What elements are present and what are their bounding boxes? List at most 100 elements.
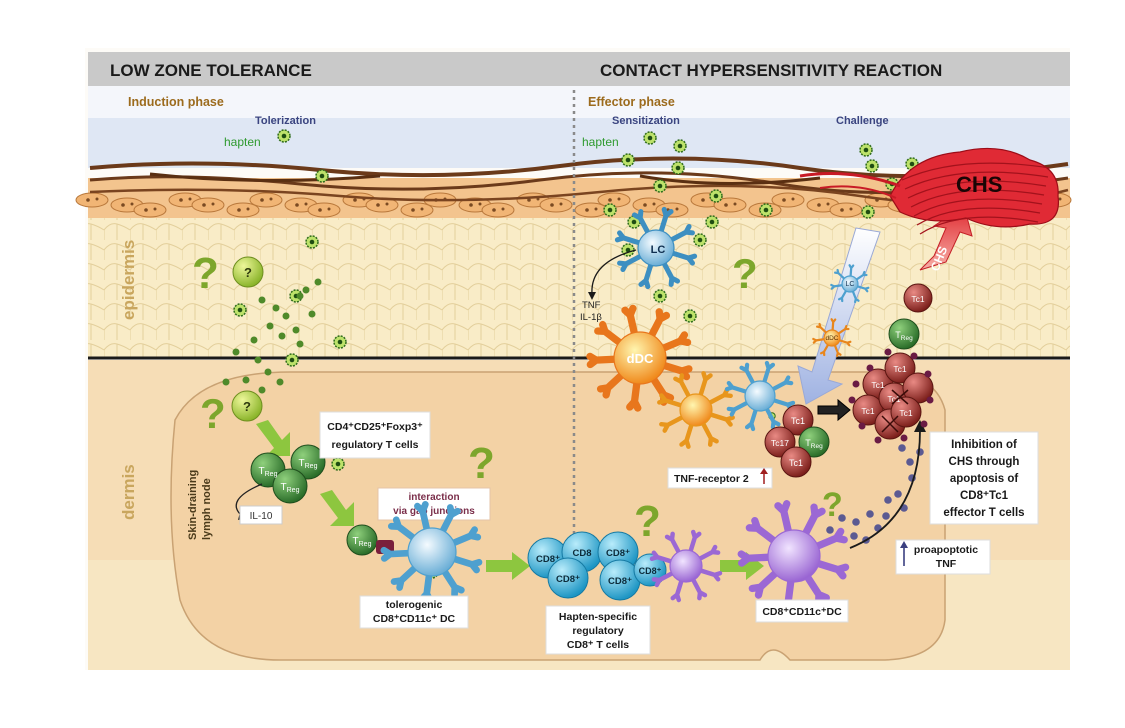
treg-cluster: TReg TReg TReg — [250, 444, 326, 504]
induction-phase-label: Induction phase — [128, 95, 224, 109]
challenge-label: Challenge — [836, 115, 889, 127]
inhibition-arrowhead — [914, 420, 926, 432]
tnf-receptor-box — [667, 467, 773, 489]
svg-text:CD8: CD8 — [572, 548, 591, 559]
hapten-left-label: hapten — [224, 135, 261, 149]
yellow-dc — [657, 371, 735, 449]
treg-label-1: CD4⁺CD25⁺Foxp3⁺ — [327, 421, 423, 433]
tol-dc-label-1: tolerogenic — [386, 599, 443, 611]
question-mark-5: ? — [634, 497, 661, 546]
small-lc-label: LC — [846, 281, 855, 288]
challenge-arrow — [797, 227, 881, 405]
svg-text:Tc1: Tc1 — [887, 394, 901, 404]
purple-dots — [826, 444, 924, 544]
challenge-treg-tc1: Tc1 TReg — [888, 283, 933, 350]
proapoptotic-box — [895, 539, 991, 575]
inhibition-label-1: Inhibition of — [951, 439, 1017, 451]
question-mark-6: ? — [822, 486, 843, 524]
lymph-node-label-1: Skin-draining — [187, 470, 199, 540]
cd8dc-label: CD8⁺CD11c⁺DC — [762, 606, 842, 618]
chs-inflammation — [799, 147, 1060, 235]
tol-dc-box — [359, 595, 469, 629]
svg-text:Tc1: Tc1 — [861, 406, 875, 416]
header-bar — [88, 52, 1070, 86]
il10-box — [239, 505, 283, 525]
hapten-reg-label-3: CD8⁺ T cells — [567, 639, 629, 651]
svg-text:Tc1: Tc1 — [789, 458, 803, 468]
svg-text:CD8⁺: CD8⁺ — [606, 548, 630, 559]
inhibition-box — [929, 431, 1039, 525]
gap-junction-box — [377, 487, 491, 521]
inhibition-label-2: CHS through — [949, 456, 1020, 468]
svg-text:CD8⁺: CD8⁺ — [536, 554, 560, 565]
cd8-dc-small — [649, 529, 723, 603]
langerhans-cell — [614, 206, 698, 290]
hapten-reg-box — [545, 605, 651, 655]
tolerization-label: Tolerization — [255, 115, 316, 127]
svg-text:CD8⁺: CD8⁺ — [608, 576, 632, 587]
svg-text:Tc1: Tc1 — [893, 364, 907, 374]
svg-text:CD8⁺: CD8⁺ — [639, 566, 662, 576]
lymph-node-label-2: lymph node — [201, 478, 213, 540]
question-mark-4: ? — [732, 250, 758, 297]
hapten-reg-label-1: Hapten-specific — [559, 611, 637, 623]
inhibition-label-4: CD8⁺Tc1 — [960, 490, 1009, 502]
green-dots — [222, 278, 322, 394]
svg-text:Tc1: Tc1 — [911, 294, 925, 304]
unknown-cell-epidermis: ? — [232, 256, 264, 288]
hapten-reg-label-2: regulatory — [572, 625, 624, 637]
treg-label-2: regulatory T cells — [332, 439, 419, 451]
light-blue-dc — [724, 360, 796, 432]
small-lc — [830, 264, 870, 304]
tnf-receptor-label: TNF-receptor 2 — [674, 473, 749, 485]
inhibition-label-3: apoptosis of — [950, 473, 1019, 485]
black-arrow — [817, 398, 851, 422]
question-mark-1: ? — [192, 249, 219, 298]
svg-text:CD8⁺: CD8⁺ — [556, 574, 580, 585]
sky-lower — [88, 118, 1070, 168]
hapten-particles — [233, 129, 919, 579]
tol-dc-label-2: CD8⁺CD11c⁺ DC — [373, 613, 456, 625]
proapoptotic-label-1: proapoptotic — [914, 544, 978, 556]
svg-text:?: ? — [244, 265, 252, 280]
hapten-right-label: hapten — [582, 135, 619, 149]
svg-text:Tc1: Tc1 — [871, 380, 885, 390]
gap-junction-label-2: via gap junctions — [393, 506, 475, 517]
svg-text:Tc17: Tc17 — [771, 438, 789, 448]
small-ddc-label: dDC — [825, 335, 838, 342]
cd8-cluster: CD8⁺ CD8 CD8⁺ CD8⁺ CD8⁺ CD8⁺ — [527, 531, 667, 601]
right-header-title: CONTACT HYPERSENSITIVITY REACTION — [600, 61, 942, 80]
svg-text:?: ? — [243, 399, 251, 414]
effector-phase-label: Effector phase — [588, 95, 675, 109]
unknown-cell-dermis: ? — [231, 390, 263, 422]
dermal-dc — [586, 304, 693, 412]
inhibition-arrow — [849, 429, 921, 549]
effector-t-cells: Tc1 Tc17 TReg Tc1 — [764, 404, 830, 478]
lc-label: LC — [651, 244, 666, 256]
epidermis-label: epidermis — [119, 240, 138, 320]
proapoptotic-arrowhead — [900, 541, 908, 548]
svg-text:Tc1: Tc1 — [899, 408, 913, 418]
chs-label: CHS — [956, 172, 1002, 197]
tnf-label: TNF — [582, 300, 601, 311]
treg-label-box — [319, 411, 431, 459]
small-ddc — [812, 318, 852, 358]
il1b-label: IL-1β — [580, 312, 602, 323]
apoptotic-blebs — [848, 348, 934, 444]
proapoptotic-label-2: TNF — [936, 558, 957, 570]
question-mark-3: ? — [468, 439, 495, 488]
inhibition-label-5: effector T cells — [943, 507, 1024, 519]
apoptotic-tc1-cluster: Tc1 Tc1 Tc1 Tc1 Tc1 — [852, 352, 934, 440]
question-mark-2: ? — [200, 390, 226, 437]
sensitization-label: Sensitization — [612, 115, 680, 127]
dermis-label: dermis — [119, 464, 138, 520]
lc-cytokine-arrowhead — [588, 292, 596, 300]
lc-cytokine-arrow — [591, 249, 637, 295]
cd8dc-box — [755, 599, 849, 623]
tolerogenic-dc — [380, 500, 483, 604]
cd8-dc-large — [737, 500, 850, 613]
tnf-receptor-arrowhead — [760, 468, 768, 474]
gap-junction-label-1: interaction — [408, 492, 459, 503]
ddc-label: dDC — [627, 351, 654, 366]
